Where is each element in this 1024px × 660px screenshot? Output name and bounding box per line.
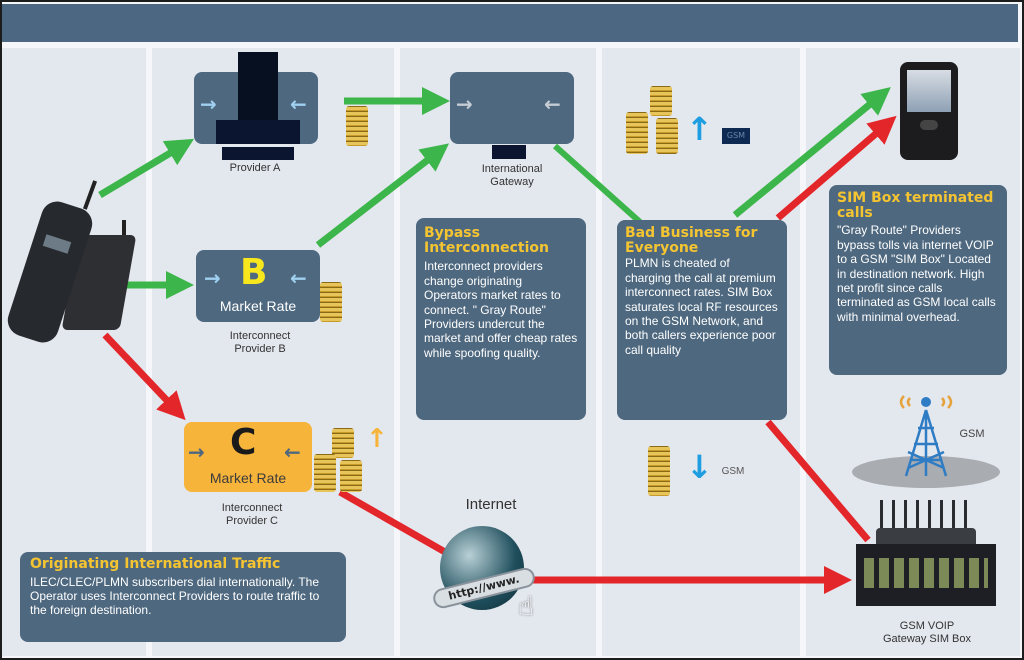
panel-bad-business: Bad Business for Everyone PLMN is cheate…	[617, 220, 787, 420]
arrow-in-left-icon: →	[188, 440, 205, 464]
panel-title: Bad Business for	[625, 225, 758, 241]
coins-icon	[314, 454, 336, 492]
coins-icon	[340, 460, 362, 492]
panel-title: Originating International Traffic	[30, 556, 281, 572]
arrow-in-right-icon: ←	[284, 440, 301, 464]
gsm-down-label: GSM	[721, 466, 745, 477]
caption-line: International	[481, 163, 543, 175]
provider-c-letter: C	[230, 422, 257, 463]
sim-box-icon	[856, 500, 996, 606]
arrow-in-right-icon: ←	[290, 266, 307, 290]
panel-title: Bypass	[424, 225, 480, 241]
panel-body: "Gray Route" Providers bypass tolls via …	[837, 223, 996, 324]
caption-line: Gateway SIM Box	[882, 633, 972, 646]
sim-box-caption: GSM VOIP Gateway SIM Box	[862, 620, 992, 646]
panel-title: Interconnection	[424, 239, 549, 256]
price-up-arrow-icon: ↑	[366, 424, 388, 454]
panel-body: ILEC/CLEC/PLMN subscribers dial internat…	[30, 574, 320, 618]
provider-b-node: B Market Rate	[196, 250, 320, 322]
provider-c-node: C Market Rate	[184, 422, 312, 492]
panel-title: Everyone	[625, 239, 699, 256]
gateway-caption: International Gateway	[452, 163, 572, 189]
hand-cursor-icon: ☝	[518, 592, 534, 622]
caption-line: Provider C	[226, 515, 278, 528]
arrow-in-left-icon: →	[204, 266, 221, 290]
provider-a-tower	[238, 52, 278, 132]
internet-label: Internet	[465, 496, 517, 513]
panel-body: PLMN is cheated of charging the call at …	[625, 256, 778, 357]
coins-icon	[332, 428, 354, 458]
coins-icon	[656, 118, 678, 154]
caption-line: Gateway	[490, 176, 534, 189]
caption-line: Provider B	[234, 343, 286, 356]
arrow-simbox-to-mobile	[775, 115, 897, 221]
coins-icon	[648, 446, 670, 496]
coins-icon	[626, 112, 648, 154]
provider-a-banner	[222, 147, 294, 160]
coins-icon	[320, 282, 342, 322]
coins-icon	[650, 86, 672, 116]
line-provider-c-to-internet	[338, 488, 454, 560]
gsm-tower-icon	[899, 395, 953, 477]
panel-title: calls	[837, 204, 873, 221]
panel-bypass-interconnection: Bypass Interconnection Interconnect prov…	[416, 218, 586, 420]
panel-originating-traffic: Originating International Traffic ILEC/C…	[20, 552, 346, 642]
gateway-banner	[492, 145, 526, 159]
coins-icon	[346, 106, 368, 146]
provider-c-market-rate: Market Rate	[209, 470, 287, 486]
gsm-up-arrow-icon: ↑	[686, 110, 713, 148]
provider-a-caption: Provider A	[229, 162, 281, 174]
caption-line: Interconnect	[221, 502, 283, 514]
provider-b-market-rate: Market Rate	[219, 298, 297, 314]
arrow-in-left-icon: →	[200, 92, 217, 116]
gsm-up-badge: GSM	[722, 128, 750, 144]
panel-sim-box-terminated: SIM Box terminated calls "Gray Route" Pr…	[829, 185, 1007, 375]
caption-line: GSM VOIP	[899, 620, 955, 632]
line-gsm-to-simbox	[765, 419, 871, 543]
provider-b-caption: Interconnect Provider B	[200, 330, 320, 356]
provider-b-letter: B	[240, 252, 268, 293]
arrow-in-right-icon: ←	[544, 92, 561, 116]
arrow-in-right-icon: ←	[290, 92, 307, 116]
gsm-tower-label: GSM	[959, 428, 985, 440]
line-gateway-to-gsm	[553, 143, 642, 225]
provider-c-caption: Interconnect Provider C	[192, 502, 312, 528]
cordless-phone-icon	[3, 180, 137, 350]
provider-a-base	[216, 120, 300, 144]
header-band	[2, 4, 1018, 42]
gsm-down-arrow-icon: ↓	[686, 448, 713, 486]
panel-title: SIM Box terminated	[837, 190, 994, 206]
arrow-provider-b-to-gateway	[315, 143, 450, 248]
arrow-phone-to-provider-a	[98, 138, 195, 199]
arrow-phone-to-provider-c	[102, 332, 186, 421]
arrow-gsm-to-mobile	[732, 87, 891, 218]
mobile-phone-icon	[900, 62, 958, 160]
arrow-in-left-icon: →	[456, 92, 473, 116]
caption-line: Interconnect	[229, 330, 291, 342]
gateway-node	[450, 72, 574, 144]
panel-body: Interconnect providers change originatin…	[424, 259, 578, 360]
